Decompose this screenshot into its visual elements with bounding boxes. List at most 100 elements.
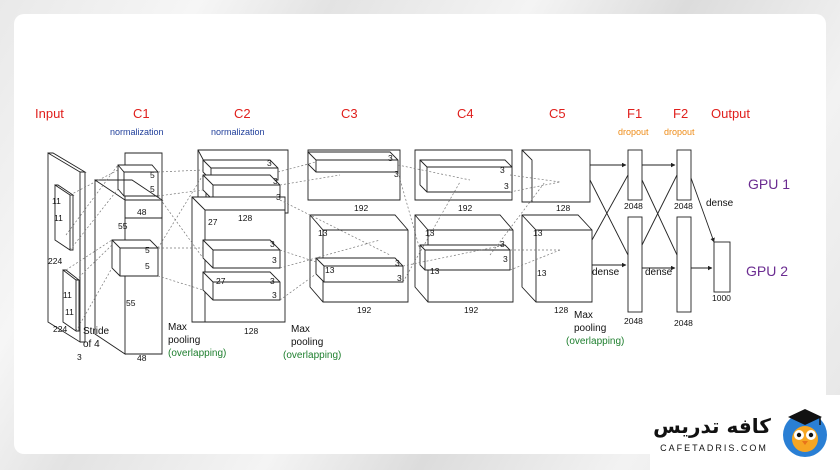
dim-input-11b: 11 (54, 213, 63, 223)
dim-c1-48a: 48 (137, 207, 147, 217)
dim-input-11c: 11 (63, 290, 72, 300)
maxpool1-overlapping-label: (overlapping) (168, 348, 226, 359)
dim-c4-3c: 3 (500, 239, 505, 249)
dim-c2-3a: 3 (267, 158, 272, 168)
dim-c4-192a: 192 (458, 203, 472, 213)
dim-f1-2048b: 2048 (624, 316, 643, 326)
c5-block-top (521, 149, 591, 203)
f1-block (627, 149, 643, 313)
layer-title-output: Output (711, 106, 750, 121)
dim-c3-13b: 13 (325, 265, 335, 275)
c2-normalization-label: normalization (211, 127, 265, 137)
dim-c3-192a: 192 (354, 203, 368, 213)
f1-dropout-label: dropout (618, 127, 649, 137)
dim-c1-5b: 5 (150, 184, 155, 194)
dim-c3-3c: 3 (395, 258, 400, 268)
output-block (713, 241, 731, 293)
maxpool3-label-line1: Max (574, 310, 593, 321)
maxpool2-label-line2: pooling (291, 337, 323, 348)
alexnet-architecture-diagram: Input C1 C2 C3 C4 C5 F1 F2 Output normal… (35, 106, 790, 363)
dim-f2-2048a: 2048 (674, 201, 693, 211)
dim-c2-3g: 3 (272, 290, 277, 300)
dim-input-224a: 224 (48, 256, 62, 266)
dim-c3-3a: 3 (388, 153, 393, 163)
dim-c3-192b: 192 (357, 305, 371, 315)
maxpool3-overlapping-label: (overlapping) (566, 336, 624, 347)
stride-label-line2: of 4 (83, 339, 100, 350)
maxpool1-label-line2: pooling (168, 335, 200, 346)
dim-c3-3b: 3 (394, 169, 399, 179)
layer-title-c4: C4 (457, 106, 474, 121)
dim-c3-3d: 3 (397, 273, 402, 283)
dim-c5-13b: 13 (537, 268, 547, 278)
c1-block-top (117, 152, 163, 219)
c1-normalization-label: normalization (110, 127, 164, 137)
dim-c2-3e: 3 (272, 255, 277, 265)
dim-c4-13b: 13 (430, 266, 440, 276)
logo-title-text: کافه تدریس (653, 414, 771, 438)
dim-c2-3f: 3 (270, 276, 275, 286)
dim-c1-5c: 5 (145, 245, 150, 255)
f2-block (676, 149, 692, 313)
stride-label-line1: Stride (83, 326, 110, 337)
dim-c4-3d: 3 (503, 254, 508, 264)
layer-title-c3: C3 (341, 106, 358, 121)
c4-block-top (414, 149, 513, 201)
dim-input-3: 3 (77, 352, 82, 362)
c1-block-bottom (94, 179, 164, 355)
layer-title-f1: F1 (627, 106, 642, 121)
dim-c4-3a: 3 (500, 165, 505, 175)
dim-output-1000: 1000 (712, 293, 731, 303)
dim-f2-2048b: 2048 (674, 318, 693, 328)
connection-lines (65, 161, 561, 332)
dim-input-11a: 11 (52, 196, 61, 206)
logo-url-text: CAFETADRIS.COM (660, 443, 768, 453)
dim-c4-3b: 3 (504, 181, 509, 191)
layer-title-c1: C1 (133, 106, 150, 121)
c2-block-bottom (191, 196, 286, 323)
f2-dropout-label: dropout (664, 127, 695, 137)
dim-c2-27a: 27 (208, 217, 218, 227)
gpu2-label: GPU 2 (746, 263, 788, 279)
c5-block-bottom (521, 214, 593, 303)
dim-c1-48b: 48 (137, 353, 147, 363)
dim-c1-5d: 5 (145, 261, 150, 271)
dim-c3-13a: 13 (318, 228, 328, 238)
dim-input-224b: 224 (53, 324, 67, 334)
diagram-card: Input C1 C2 C3 C4 C5 F1 F2 Output normal… (14, 14, 826, 454)
c3-block-bottom (309, 214, 409, 303)
dense-connections (589, 162, 715, 271)
c3-block-top (307, 149, 401, 201)
dim-c1-55b: 55 (126, 298, 136, 308)
dim-c2-128a: 128 (238, 213, 252, 223)
logo-wordmark: کافه تدریس CAFETADRIS.COM (653, 414, 771, 453)
dim-c2-3c: 3 (276, 192, 281, 202)
layer-title-f2: F2 (673, 106, 688, 121)
gpu1-label: GPU 1 (748, 176, 790, 192)
dim-c5-13a: 13 (533, 228, 543, 238)
dim-c2-128b: 128 (244, 326, 258, 336)
layer-title-c2: C2 (234, 106, 251, 121)
layer-title-input: Input (35, 106, 64, 121)
maxpool1-label-line1: Max (168, 322, 187, 333)
dim-c4-192b: 192 (464, 305, 478, 315)
dense-label-2: dense (645, 267, 673, 278)
dim-c1-55a: 55 (118, 221, 128, 231)
dim-c5-128a: 128 (556, 203, 570, 213)
dim-c5-128b: 128 (554, 305, 568, 315)
dim-c2-27b: 27 (216, 276, 226, 286)
dense-label-3: dense (706, 198, 734, 209)
layer-title-c5: C5 (549, 106, 566, 121)
maxpool2-overlapping-label: (overlapping) (283, 350, 341, 361)
maxpool2-label-line1: Max (291, 324, 310, 335)
dim-f1-2048a: 2048 (624, 201, 643, 211)
dim-c4-13a: 13 (425, 228, 435, 238)
watermark-logo: کافه تدریس CAFETADRIS.COM (650, 395, 840, 470)
maxpool3-label-line2: pooling (574, 323, 606, 334)
dim-c2-3d: 3 (270, 239, 275, 249)
dim-c2-3b: 3 (273, 176, 278, 186)
dense-label-1: dense (592, 267, 620, 278)
owl-mascot-icon (783, 409, 827, 457)
dim-c1-5a: 5 (150, 170, 155, 180)
